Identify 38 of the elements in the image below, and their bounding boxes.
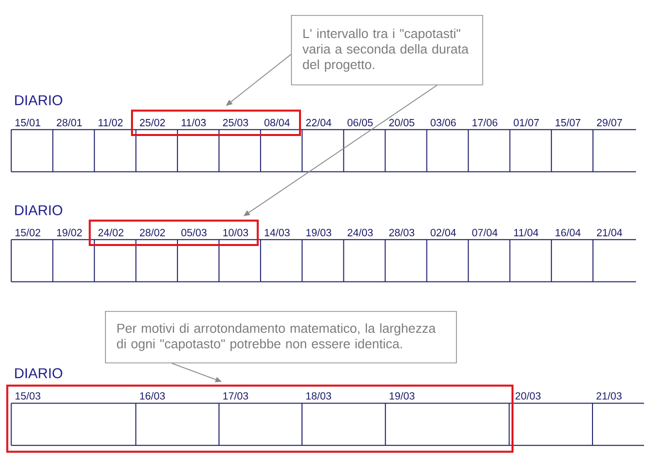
- date-label: 11/03: [182, 118, 206, 126]
- date-label: 03/06: [430, 118, 456, 126]
- date-label: 19/03: [390, 392, 414, 400]
- date-label: 18/03: [306, 392, 332, 400]
- date-label: 24/03: [348, 228, 373, 236]
- date-label: 15/02: [16, 228, 40, 236]
- date-label: 28/02: [140, 228, 165, 236]
- date-label: 06/05: [348, 118, 373, 126]
- date-label: 01/07: [514, 118, 539, 126]
- date-label: 05/03: [181, 228, 207, 236]
- date-label: 10/03: [223, 228, 248, 236]
- date-label: 17/03: [223, 392, 248, 400]
- row-heading: DIARIO: [15, 95, 62, 106]
- highlight-frame: [88, 220, 259, 246]
- highlight-frame: [131, 110, 301, 136]
- date-label: 17/06: [472, 118, 498, 126]
- date-label: 15/01: [16, 118, 40, 126]
- callout-box: Per motivi di arrotondamento matematico, la larghezza di ogni "capotasto" potrebbe non essere identica.: [105, 311, 457, 364]
- date-label: 20/05: [389, 118, 414, 126]
- date-label: 02/04: [430, 228, 456, 236]
- date-label: 28/03: [389, 228, 414, 236]
- date-label: 16/04: [556, 228, 581, 236]
- date-label: 25/02: [140, 118, 165, 126]
- date-label: 15/03: [16, 392, 40, 400]
- callout-box: L' intervallo tra i "capotasti" varia a seconda della durata del progetto.: [291, 15, 484, 86]
- date-label: 11/04: [514, 228, 538, 236]
- date-label: 07/04: [472, 228, 498, 236]
- date-label: 25/03: [223, 118, 248, 126]
- date-label: 29/07: [596, 118, 622, 126]
- date-label: 21/04: [596, 228, 622, 236]
- date-label: 24/02: [98, 228, 124, 236]
- highlight-frame: [6, 384, 514, 453]
- date-label: 16/03: [140, 392, 165, 400]
- date-label: 08/04: [264, 118, 290, 126]
- date-label: 15/07: [556, 118, 580, 126]
- date-label: 28/01: [56, 118, 82, 126]
- date-label: 21/03: [596, 392, 622, 400]
- date-label: 19/03: [306, 228, 332, 236]
